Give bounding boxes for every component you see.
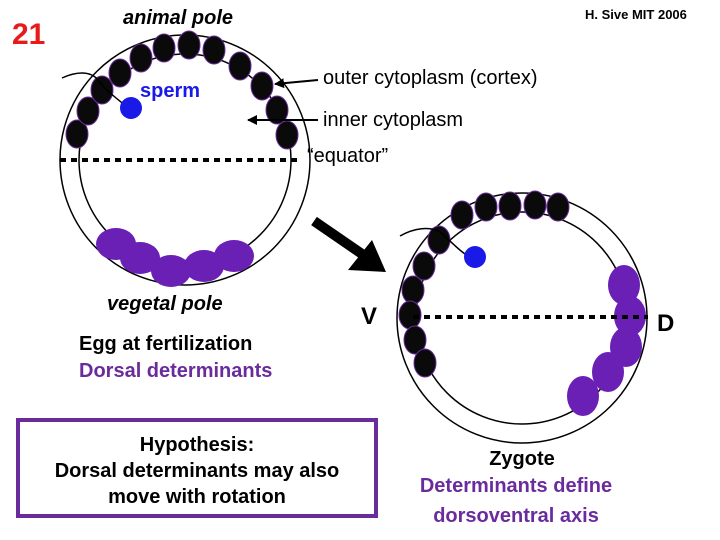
zygote-cortical-granules xyxy=(398,190,570,378)
zygote-determinant xyxy=(592,352,624,392)
zygote-determinant xyxy=(614,296,646,336)
egg-granule xyxy=(108,58,132,88)
zygote-granule xyxy=(498,191,522,221)
zygote-granule xyxy=(427,225,451,255)
equator-label: “equator” xyxy=(307,145,389,167)
egg-sperm xyxy=(120,97,142,119)
zygote-granule xyxy=(474,192,498,222)
egg-granule xyxy=(76,96,100,126)
sperm-label: sperm xyxy=(140,80,201,102)
egg-determinants-caption: Dorsal determinants xyxy=(79,360,273,382)
egg-granule xyxy=(152,33,176,63)
zygote-granule xyxy=(403,325,427,355)
ventral-label: V xyxy=(361,303,378,330)
credit-text: H. Sive MIT 2006 xyxy=(585,7,687,22)
cortex-pointer-arrow xyxy=(274,78,319,89)
egg-determinant xyxy=(184,250,224,282)
dorsal-label: D xyxy=(657,310,675,337)
egg-granule xyxy=(265,95,289,125)
transition-arrow-head xyxy=(348,240,386,272)
transition-arrow-shaft xyxy=(311,216,365,259)
egg-granule xyxy=(90,75,114,105)
egg-granule xyxy=(275,120,299,150)
egg-sperm-tail xyxy=(61,72,127,107)
egg-granule xyxy=(129,43,153,73)
zygote-determinant xyxy=(608,265,640,305)
hypothesis-box: Hypothesis: Dorsal determinants may also… xyxy=(16,418,378,518)
zygote-dorsal-determinants xyxy=(567,265,646,416)
slide-number: 21 xyxy=(12,18,46,51)
zygote-determinant xyxy=(567,376,599,416)
egg-granule xyxy=(228,51,252,81)
zygote-granule xyxy=(412,251,436,281)
inner-cytoplasm-label: inner cytoplasm xyxy=(323,109,464,131)
zygote-granule xyxy=(413,348,437,378)
egg-granule xyxy=(202,35,226,65)
egg-caption: Egg at fertilization xyxy=(79,333,253,355)
zygote-sperm-tail xyxy=(399,227,469,257)
egg-determinant xyxy=(120,242,160,274)
hypothesis-line3: move with rotation xyxy=(108,486,286,508)
egg-dorsal-determinants xyxy=(96,228,254,287)
zygote-caption-line3: dorsoventral axis xyxy=(433,505,599,527)
egg-granule xyxy=(177,30,201,60)
zygote-granule xyxy=(523,190,547,220)
zygote-caption: Zygote xyxy=(489,448,555,470)
hypothesis-title: Hypothesis: xyxy=(139,434,255,456)
egg-determinant xyxy=(151,255,191,287)
outer-cytoplasm-label: outer cytoplasm (cortex) xyxy=(323,67,538,89)
zygote-granule xyxy=(450,200,474,230)
hypothesis-line2: Dorsal determinants may also xyxy=(54,460,340,482)
zygote-sperm xyxy=(464,246,486,268)
animal-pole-label: animal pole xyxy=(123,7,234,29)
egg-determinant xyxy=(214,240,254,272)
egg-cortical-granules xyxy=(65,30,299,150)
zygote-granule xyxy=(401,275,425,305)
vegetal-pole-label: vegetal pole xyxy=(107,293,223,315)
zygote-caption-line2: Determinants define xyxy=(419,475,613,497)
egg-granule xyxy=(250,71,274,101)
egg-granule xyxy=(65,119,89,149)
zygote-granule xyxy=(546,192,570,222)
